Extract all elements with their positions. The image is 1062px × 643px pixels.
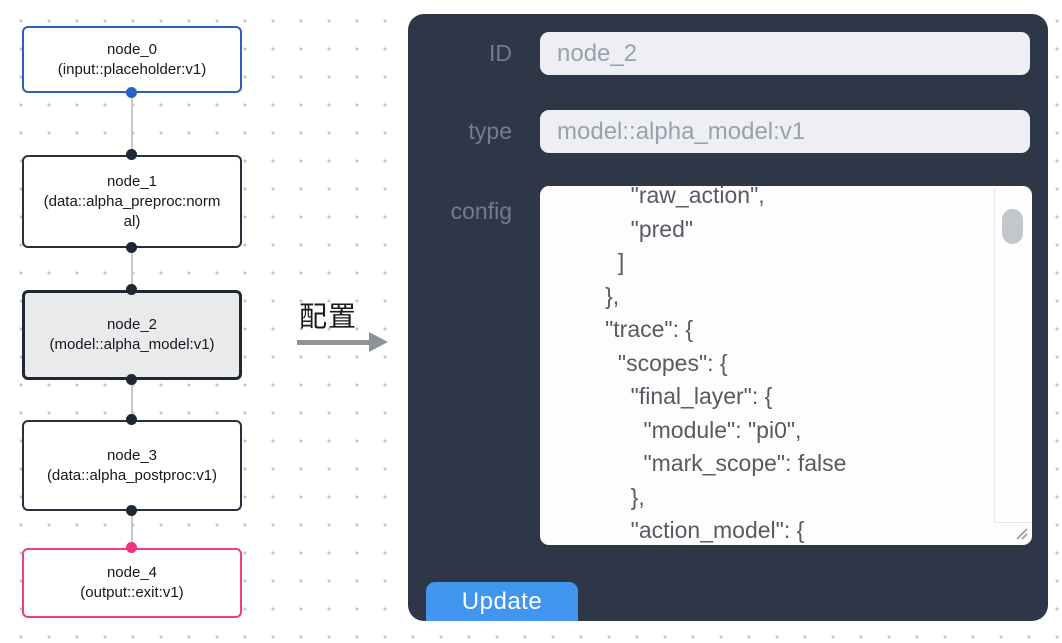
port-node_1-in[interactable]	[126, 149, 137, 160]
edge-node_3-node_4	[131, 511, 133, 548]
port-node_1-out[interactable]	[126, 242, 137, 253]
scrollbar-thumb[interactable]	[1002, 209, 1023, 244]
node-node_4[interactable]: node_4 (output::exit:v1)	[22, 548, 242, 618]
node-type: (data::alpha_preproc:normal)	[43, 192, 221, 230]
node-title: node_1	[106, 172, 158, 190]
node-node_3[interactable]: node_3 (data::alpha_postproc:v1)	[22, 420, 242, 511]
id-field-label: ID	[489, 40, 512, 66]
node-node_1[interactable]: node_1 (data::alpha_preproc:normal)	[22, 155, 242, 248]
type-input[interactable]	[540, 110, 1030, 153]
resize-handle-icon[interactable]	[1011, 523, 1029, 541]
node-node_0[interactable]: node_0 (input::placeholder:v1)	[22, 26, 242, 93]
node-title: node_2	[106, 316, 158, 333]
config-json-text[interactable]: "raw_action", "pred" ] }, "trace": { "sc…	[605, 186, 847, 543]
scrollbar-track	[994, 188, 995, 522]
port-node_0-out[interactable]	[126, 87, 137, 98]
edge-node_0-node_1	[131, 93, 133, 155]
config-textarea[interactable]: "raw_action", "pred" ] }, "trace": { "sc…	[540, 186, 1032, 545]
port-node_2-out[interactable]	[126, 374, 137, 385]
id-input[interactable]	[540, 32, 1030, 75]
node-title: node_0	[106, 40, 158, 58]
port-node_2-in[interactable]	[126, 284, 137, 295]
node-node_2[interactable]: node_2 (model::alpha_model:v1)	[22, 290, 242, 380]
port-node_3-out[interactable]	[126, 505, 137, 516]
node-title: node_3	[106, 446, 158, 464]
node-title: node_4	[106, 564, 158, 581]
node-type: (model::alpha_model:v1)	[49, 336, 215, 353]
scrollbar-corner	[994, 522, 1032, 523]
node-type: (data::alpha_postproc:v1)	[46, 466, 218, 484]
port-node_3-in[interactable]	[126, 414, 137, 425]
edge-node_1-node_2	[131, 248, 133, 290]
configure-label: 配置	[299, 301, 358, 332]
node-type: (output::exit:v1)	[80, 584, 184, 601]
update-button[interactable]: Update	[426, 582, 578, 621]
type-field-label: type	[468, 118, 512, 144]
node-type: (input::placeholder:v1)	[57, 60, 207, 78]
right-arrow-icon	[297, 340, 369, 345]
right-arrow-head-icon	[369, 332, 388, 352]
node-config-panel: ID type config "raw_action", "pred" ] },…	[408, 14, 1048, 621]
edge-node_2-node_3	[131, 380, 133, 420]
config-field-label: config	[450, 198, 512, 224]
port-node_4-in[interactable]	[126, 542, 137, 553]
